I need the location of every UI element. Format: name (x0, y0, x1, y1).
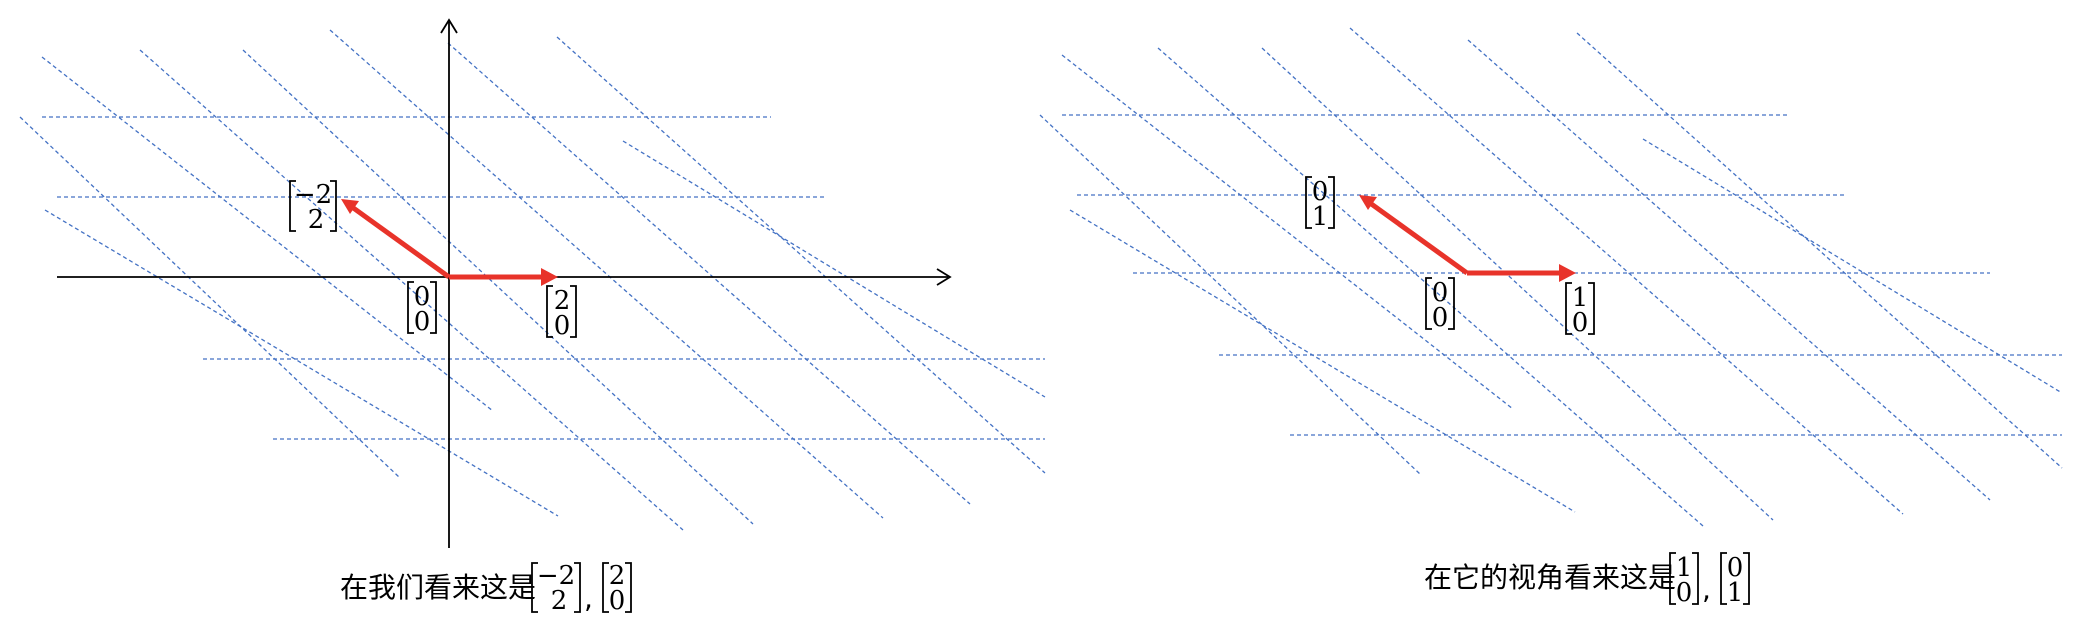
right-caption-m1-bracket-right (1692, 552, 1699, 605)
left-caption-prefix: 在我们看来这是 (340, 571, 536, 604)
right-vec-x-bracket-right (1588, 282, 1595, 335)
right-caption-m1-top: 1 (1676, 553, 1693, 583)
left-origin-label: 0 0 (407, 281, 437, 337)
left-vec-y-bracket-left (289, 180, 296, 232)
right-caption-m2-bracket-left (1720, 552, 1727, 605)
left-caption-m1-bracket-left (531, 562, 538, 613)
left-vector-x-arrowhead (541, 268, 558, 286)
right-dgrid-line (1576, 32, 2063, 469)
right-dgrid-line (1349, 27, 1904, 515)
left-caption-m2-bottom: 0 (609, 586, 626, 616)
left-dgrid-line (242, 49, 754, 525)
right-vector-x-arrowhead (1559, 264, 1576, 282)
right-caption-prefix: 在它的视角看来这是 (1424, 561, 1676, 594)
right-origin-label-bottom: 0 (1432, 303, 1449, 333)
right-caption-m2-bottom: 1 (1727, 578, 1744, 608)
right-vec-x-label-bottom: 0 (1572, 308, 1589, 338)
right-diagonal-grid (1039, 27, 2063, 527)
left-diagonal-grid (19, 29, 1046, 531)
left-dgrid-line (329, 29, 884, 519)
left-caption-separator: , (584, 582, 593, 615)
right-origin-bracket-right (1448, 277, 1455, 330)
right-dgrid-line (1039, 114, 1421, 475)
left-caption-m1-bottom: 2 (551, 586, 568, 616)
left-vectors (341, 199, 558, 286)
right-caption-m1-bracket-left (1669, 552, 1676, 605)
left-dgrid-line (622, 140, 1046, 398)
right-vec-y-label-top: 0 (1312, 177, 1329, 207)
right-vec-y-label: 0 1 (1305, 176, 1335, 232)
right-vec-x-label-top: 1 (1572, 283, 1589, 313)
left-vec-x-bracket-right (570, 285, 577, 338)
left-vec-x-label: 2 0 (546, 285, 577, 341)
left-dgrid-line (139, 49, 684, 531)
right-panel: 0 0 1 0 0 1 在它的视角看来这是 1 0 , 0 1 (1039, 27, 2063, 608)
right-caption: 在它的视角看来这是 1 0 , 0 1 (1424, 552, 1750, 608)
left-dgrid-line (41, 56, 494, 412)
left-caption: 在我们看来这是 −2 2 , 2 0 (340, 561, 632, 616)
left-dgrid-line (44, 209, 559, 517)
left-vec-x-label-bottom: 0 (554, 311, 571, 341)
left-vec-x-label-top: 2 (554, 286, 571, 316)
left-origin-label-bottom: 0 (414, 307, 431, 337)
right-dgrid-line (1157, 47, 1704, 527)
right-vec-y-bracket-left (1305, 176, 1312, 229)
right-origin-bracket-left (1425, 277, 1432, 330)
right-vec-y-label-bottom: 1 (1312, 202, 1329, 232)
left-vec-y-label-bottom: 2 (308, 205, 325, 235)
left-origin-label-top: 0 (414, 282, 431, 312)
left-vec-y-bracket-right (330, 180, 337, 232)
right-vec-y-bracket-right (1328, 176, 1335, 229)
left-dgrid-line (447, 42, 971, 505)
right-dgrid-line (1467, 39, 1991, 501)
left-origin-bracket-left (407, 281, 414, 334)
right-caption-m1-bottom: 0 (1676, 578, 1693, 608)
left-panel: 0 0 2 0 −2 2 在我们看来这是 −2 2 , 2 0 (19, 18, 1046, 616)
right-vector-y (1368, 200, 1469, 276)
right-dgrid-line (1069, 209, 1576, 513)
left-y-axis-arrowhead (440, 18, 458, 34)
right-caption-m2-top: 0 (1727, 553, 1744, 583)
left-origin-bracket-right (430, 281, 437, 334)
right-dgrid-line (1061, 54, 1514, 410)
right-caption-m2-bracket-right (1743, 552, 1750, 605)
left-caption-m1-bracket-right (574, 562, 581, 613)
left-caption-m2-bracket-left (602, 562, 609, 613)
left-caption-m2-top: 2 (609, 561, 626, 591)
right-vector-y-arrowhead (1359, 195, 1377, 210)
right-origin-label-top: 0 (1432, 278, 1449, 308)
right-dgrid-line (1642, 138, 2063, 394)
right-vec-x-label: 1 0 (1565, 282, 1595, 338)
left-vector-y-arrowhead (341, 199, 359, 214)
left-dgrid-line (19, 116, 401, 479)
right-vectors (1359, 195, 1576, 282)
left-x-axis-arrowhead (936, 268, 952, 286)
left-dgrid-line (556, 36, 1046, 474)
left-horizontal-grid (42, 116, 1045, 440)
left-vec-y-label-top: −2 (294, 180, 332, 210)
right-origin-label: 0 0 (1425, 277, 1455, 333)
left-vec-x-bracket-left (546, 285, 553, 338)
right-vec-x-bracket-left (1565, 282, 1572, 335)
left-caption-m1-top: −2 (537, 561, 575, 591)
left-axes (57, 18, 952, 548)
left-caption-m2-bracket-right (625, 562, 632, 613)
right-dgrid-line (1261, 47, 1774, 521)
left-vec-y-label: −2 2 (289, 180, 337, 235)
left-vector-y (350, 204, 451, 280)
right-caption-separator: , (1702, 573, 1711, 606)
